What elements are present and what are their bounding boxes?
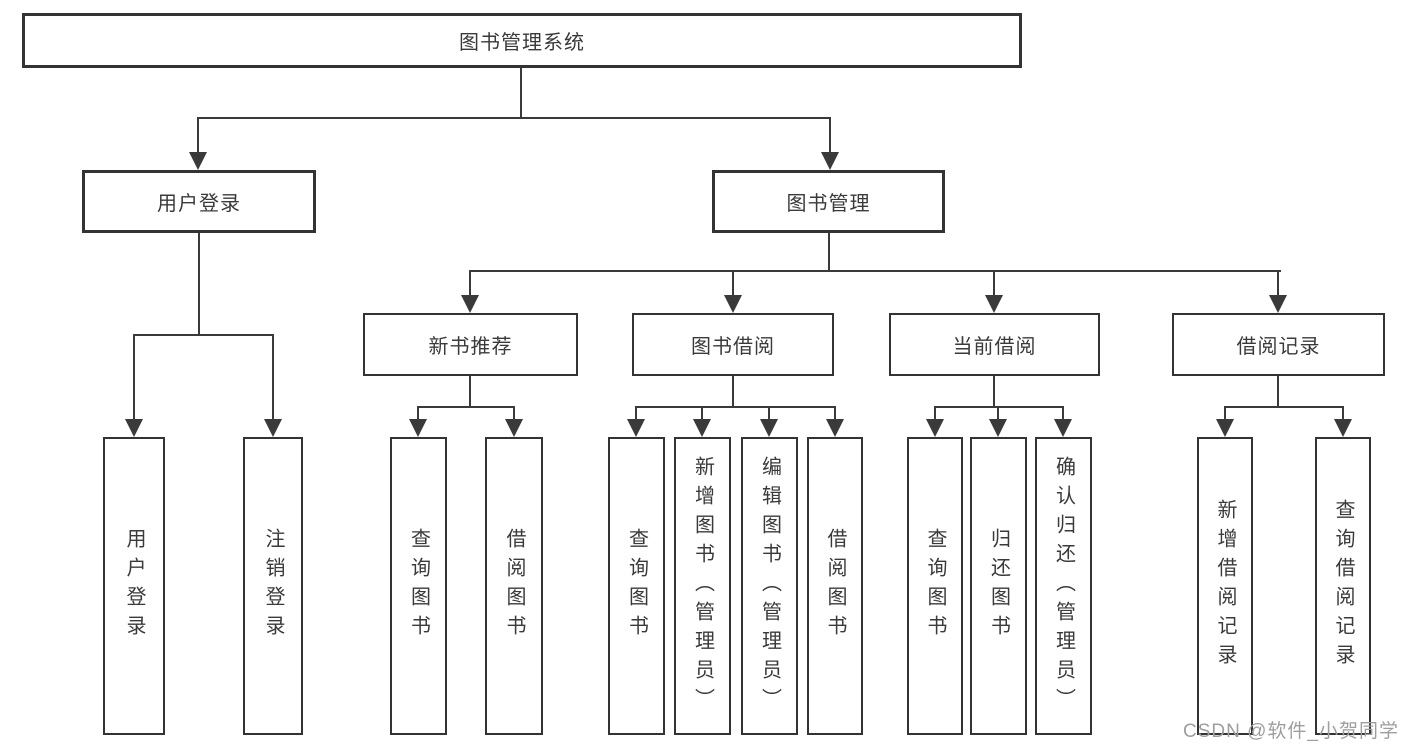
leaf-logout: 注销登录 <box>243 437 303 735</box>
leaf-label: 用户登录 <box>123 528 145 644</box>
connector-vline <box>520 68 522 119</box>
node-label: 用户登录 <box>157 193 241 215</box>
connector-vline <box>469 376 471 408</box>
arrowhead-down-icon <box>125 419 143 437</box>
connector-vline <box>732 376 734 408</box>
connector-vline <box>635 406 637 423</box>
node-book-borrow: 图书借阅 <box>632 313 834 376</box>
leaf-query-books-2: 查询图书 <box>608 437 665 735</box>
connector-vline <box>1277 270 1279 297</box>
leaf-add-books-admin: 新增图书（管理员） <box>674 437 731 735</box>
arrowhead-down-icon <box>1269 295 1287 313</box>
arrowhead-down-icon <box>821 152 839 170</box>
connector-vline <box>417 406 419 423</box>
leaf-add-borrow-record: 新增借阅记录 <box>1197 437 1253 735</box>
leaf-label: 确认归还（管理员） <box>1052 455 1075 717</box>
connector-vline <box>993 270 995 297</box>
connector-vline <box>272 334 274 421</box>
node-label: 图书管理 <box>786 193 871 215</box>
leaf-label: 注销登录 <box>262 528 284 644</box>
leaf-query-borrow-record: 查询借阅记录 <box>1315 437 1371 735</box>
node-label: 图书管理系统 <box>459 32 585 54</box>
node-label: 当前借阅 <box>952 336 1037 358</box>
node-label: 新书推荐 <box>428 336 513 358</box>
connector-vline <box>934 406 936 423</box>
csdn-watermark: CSDN @软件_小贺同学 <box>1183 721 1399 742</box>
leaf-label: 新增借阅记录 <box>1214 499 1236 673</box>
leaf-user-login: 用户登录 <box>103 437 165 735</box>
connector-vline <box>469 270 471 297</box>
node-user-login: 用户登录 <box>82 170 316 233</box>
node-current-borrow: 当前借阅 <box>889 313 1100 376</box>
connector-vline <box>1062 406 1064 423</box>
leaf-borrow-books-1: 借阅图书 <box>485 437 543 735</box>
arrowhead-down-icon <box>627 419 645 437</box>
leaf-label: 编辑图书（管理员） <box>758 455 781 717</box>
connector-vline <box>768 406 770 423</box>
node-library-management-system: 图书管理系统 <box>22 13 1022 68</box>
leaf-return-books: 归还图书 <box>970 437 1027 735</box>
leaf-query-books-1: 查询图书 <box>390 437 447 735</box>
connector-hline <box>133 334 274 336</box>
connector-vline <box>1342 406 1344 423</box>
leaf-label: 借阅图书 <box>824 528 846 644</box>
leaf-label: 新增图书（管理员） <box>691 455 714 717</box>
arrowhead-down-icon <box>409 419 427 437</box>
connector-vline <box>701 406 703 423</box>
connector-vline <box>829 117 831 154</box>
arrowhead-down-icon <box>1216 419 1234 437</box>
arrowhead-down-icon <box>505 419 523 437</box>
connector-hline <box>635 406 836 408</box>
leaf-borrow-books-2: 借阅图书 <box>807 437 863 735</box>
leaf-label: 查询图书 <box>407 528 430 644</box>
leaf-label: 归还图书 <box>987 528 1010 644</box>
connector-vline <box>1224 406 1226 423</box>
arrowhead-down-icon <box>1334 419 1352 437</box>
arrowhead-down-icon <box>985 295 1003 313</box>
connector-vline <box>198 233 200 336</box>
connector-vline <box>993 376 995 408</box>
leaf-edit-books-admin: 编辑图书（管理员） <box>741 437 798 735</box>
connector-vline <box>732 270 734 297</box>
connector-vline <box>513 406 515 423</box>
arrowhead-down-icon <box>724 295 742 313</box>
connector-hline <box>934 406 1064 408</box>
connector-vline <box>997 406 999 423</box>
connector-hline <box>469 270 1281 272</box>
arrowhead-down-icon <box>264 419 282 437</box>
connector-vline <box>834 406 836 423</box>
arrowhead-down-icon <box>461 295 479 313</box>
leaf-confirm-return-admin: 确认归还（管理员） <box>1035 437 1092 735</box>
node-label: 图书借阅 <box>691 336 775 358</box>
node-book-management: 图书管理 <box>712 170 945 233</box>
node-new-book-recommend: 新书推荐 <box>363 313 578 376</box>
leaf-label: 查询图书 <box>924 528 946 644</box>
arrowhead-down-icon <box>826 419 844 437</box>
connector-hline <box>417 406 515 408</box>
leaf-label: 查询借阅记录 <box>1332 499 1354 673</box>
leaf-label: 借阅图书 <box>503 528 525 644</box>
arrowhead-down-icon <box>760 419 778 437</box>
arrowhead-down-icon <box>926 419 944 437</box>
connector-vline <box>828 233 830 272</box>
connector-hline <box>197 117 831 119</box>
node-label: 借阅记录 <box>1236 336 1321 358</box>
arrowhead-down-icon <box>693 419 711 437</box>
arrowhead-down-icon <box>189 152 207 170</box>
connector-vline <box>197 117 199 154</box>
connector-vline <box>1277 376 1279 408</box>
leaf-query-books-3: 查询图书 <box>907 437 963 735</box>
arrowhead-down-icon <box>989 419 1007 437</box>
connector-vline <box>133 334 135 421</box>
node-borrow-records: 借阅记录 <box>1172 313 1385 376</box>
connector-hline <box>1224 406 1344 408</box>
leaf-label: 查询图书 <box>625 528 648 644</box>
arrowhead-down-icon <box>1054 419 1072 437</box>
